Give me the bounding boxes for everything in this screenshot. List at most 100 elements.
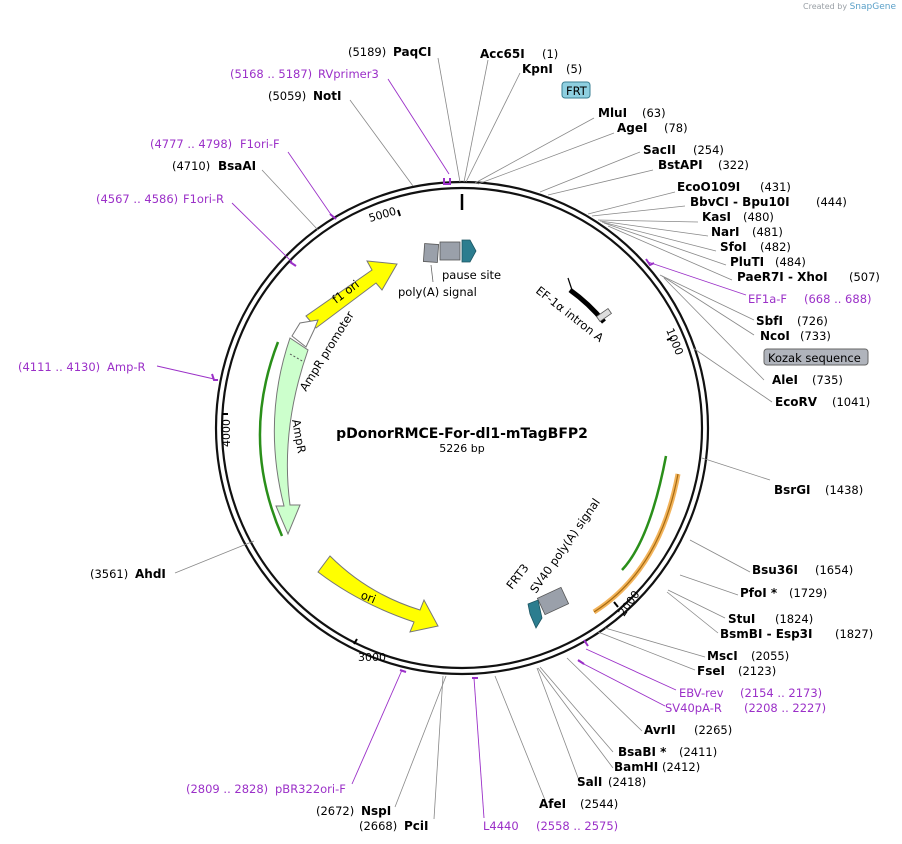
enzyme-leaders xyxy=(174,57,773,820)
enzyme-position: (63) xyxy=(642,106,666,120)
primer-name: Amp-R xyxy=(107,360,146,374)
enzyme-name: SfoI xyxy=(720,240,747,254)
enzyme-name: SacII xyxy=(643,143,676,157)
enzyme-position: (1) xyxy=(542,47,558,61)
label-pause-site: pause site xyxy=(442,268,501,282)
snapgene-credit: Created by SnapGene xyxy=(803,2,896,12)
enzyme-name: BsaAI xyxy=(218,159,256,173)
enzyme-position: (480) xyxy=(743,210,774,224)
primer-range: (2208 .. 2227) xyxy=(744,701,826,715)
enzyme-position: (1041) xyxy=(832,395,870,409)
enzyme-position: (2418) xyxy=(608,775,646,789)
enzyme-name: NarI xyxy=(711,225,740,239)
enzyme-position: (733) xyxy=(800,329,831,343)
enzyme-name: BbvCI - Bpu10I xyxy=(690,195,790,209)
frt-box: FRT xyxy=(561,81,591,99)
plasmid-name: pDonorRMCE-For-dl1-mTagBFP2 xyxy=(336,426,588,442)
feature-ef1a-intron xyxy=(567,277,613,324)
enzyme-position: (1438) xyxy=(825,483,863,497)
enzyme-position: (3561) xyxy=(90,567,128,581)
green-arc-right xyxy=(621,455,668,571)
enzyme-position: (2055) xyxy=(751,649,789,663)
kozak-box: Kozak sequence xyxy=(763,348,869,366)
enzyme-position: (484) xyxy=(775,255,806,269)
enzyme-position: (4710) xyxy=(172,159,210,173)
enzyme-labels: (5189) PaqCI Acc65I (1) KpnI (5) (5059) … xyxy=(90,45,880,833)
enzyme-name: AgeI xyxy=(617,121,647,135)
enzyme-position: (481) xyxy=(752,225,783,239)
enzyme-name: PaeR7I - XhoI xyxy=(737,270,828,284)
enzyme-name: BsmBI - Esp3I xyxy=(720,627,812,641)
enzyme-position: (1827) xyxy=(835,627,873,641)
label-ori: ori xyxy=(359,588,378,607)
primer-range: (4567 .. 4586) xyxy=(96,192,178,206)
plasmid-size: 5226 bp xyxy=(439,442,484,455)
primer-markers xyxy=(211,178,655,679)
enzyme-name: MluI xyxy=(598,106,627,120)
enzyme-name: SalI xyxy=(577,775,602,789)
enzyme-name: PluTI xyxy=(730,255,764,269)
primer-range: (4777 .. 4798) xyxy=(150,137,232,151)
enzyme-position: (5059) xyxy=(268,89,306,103)
label-polya-signal: poly(A) signal xyxy=(398,285,477,299)
backbone xyxy=(214,180,710,676)
enzyme-name: BsaBI * xyxy=(618,745,667,759)
enzyme-name: Bsu36I xyxy=(752,563,798,577)
tick-label-4000: 4000 xyxy=(220,419,233,447)
enzyme-name: BamHI xyxy=(614,760,658,774)
primer-name: pBR322ori-F xyxy=(275,782,346,796)
enzyme-name: FseI xyxy=(697,664,725,678)
enzyme-position: (5189) xyxy=(348,45,386,59)
label-sv40: SV40 poly(A) signal xyxy=(527,496,603,596)
enzyme-name: BstAPI xyxy=(658,158,703,172)
enzyme-position: (322) xyxy=(718,158,749,172)
enzyme-position: (2672) xyxy=(316,804,354,818)
enzyme-name: PfoI * xyxy=(740,586,778,600)
enzyme-name: BsrGI xyxy=(774,483,811,497)
ampr-green-arc xyxy=(258,341,284,537)
enzyme-position: (507) xyxy=(849,270,880,284)
enzyme-position: (431) xyxy=(760,180,791,194)
enzyme-name: SbfI xyxy=(756,314,783,328)
label: FRT xyxy=(566,84,588,98)
tick-label-3000: 3000 xyxy=(358,651,386,664)
enzyme-name: StuI xyxy=(728,612,755,626)
feature-sv40-polya xyxy=(536,586,570,616)
enzyme-name: Acc65I xyxy=(480,47,525,61)
enzyme-name: KasI xyxy=(702,210,731,224)
enzyme-name: KpnI xyxy=(522,62,553,76)
enzyme-position: (1824) xyxy=(775,612,813,626)
enzyme-name: NcoI xyxy=(760,329,790,343)
enzyme-position: (1654) xyxy=(815,563,853,577)
primer-name: RVprimer3 xyxy=(318,67,379,81)
primer-range: (2558 .. 2575) xyxy=(536,819,618,833)
orange-arc-inner xyxy=(593,473,679,613)
enzyme-position: (2265) xyxy=(694,723,732,737)
enzyme-position: (254) xyxy=(693,143,724,157)
primer-range: (4111 .. 4130) xyxy=(18,360,100,374)
feature-ampr-promoter xyxy=(291,319,319,348)
enzyme-position: (2411) xyxy=(679,745,717,759)
primer-name: F1ori-F xyxy=(240,137,280,151)
feature-f1-ori xyxy=(305,260,398,329)
feature-polya-signal xyxy=(422,241,461,283)
enzyme-position: (444) xyxy=(816,195,847,209)
snapgene-logo: SnapGene xyxy=(849,2,896,12)
primer-name: L4440 xyxy=(483,819,519,833)
primer-range: (5168 .. 5187) xyxy=(230,67,312,81)
enzyme-position: (78) xyxy=(664,121,688,135)
enzyme-position: (2544) xyxy=(580,797,618,811)
enzyme-position: (735) xyxy=(812,373,843,387)
enzyme-name: EcoRV xyxy=(775,395,818,409)
enzyme-name: PciI xyxy=(404,819,429,833)
enzyme-name: AleI xyxy=(772,373,798,387)
label-ampr: AmpR xyxy=(289,418,309,454)
ampr-promoter-dots xyxy=(289,353,305,363)
feature-frt3 xyxy=(527,599,543,629)
enzyme-position: (2412) xyxy=(662,760,700,774)
primer-name: EF1a-F xyxy=(748,292,787,306)
primer-name: SV40pA-R xyxy=(665,701,722,715)
feature-ampr xyxy=(273,337,309,536)
enzyme-name: AfeI xyxy=(539,797,566,811)
